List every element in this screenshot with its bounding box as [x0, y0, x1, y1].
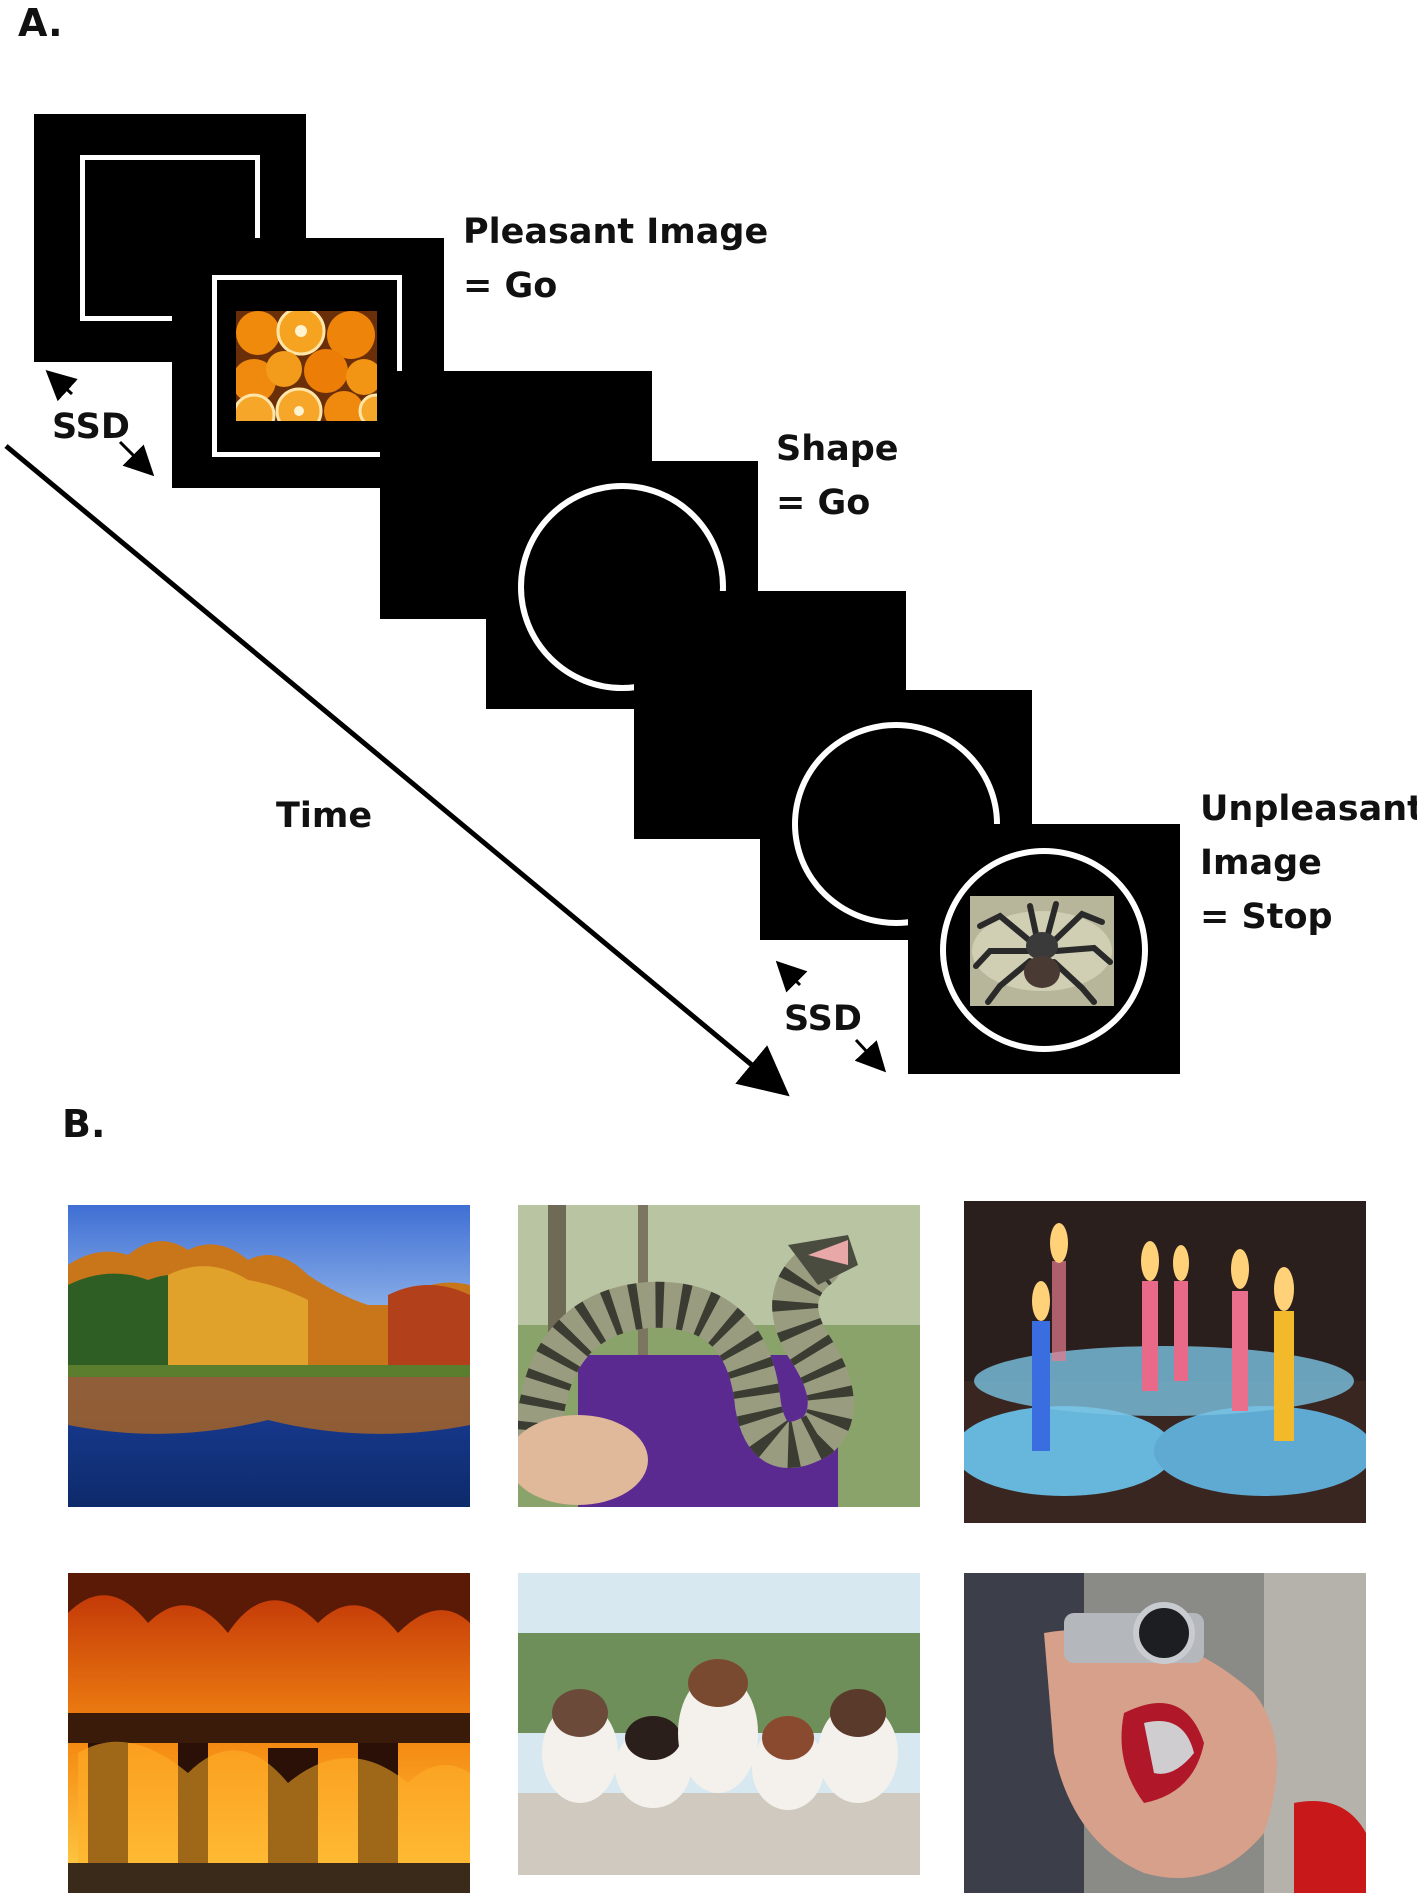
- oranges-photo: [236, 311, 377, 421]
- pleasant-image-label-line1: Pleasant Image: [463, 212, 769, 252]
- ssd-top-arrow-back: [45, 369, 78, 402]
- square-outline: [212, 275, 402, 457]
- unpleasant-label-line2: Image: [1200, 843, 1322, 883]
- puppies-photo: [518, 1573, 920, 1875]
- shape-label-line1: Shape: [776, 429, 899, 469]
- autumn-lake-photo: [68, 1205, 470, 1507]
- unpleasant-label-line3: = Stop: [1200, 897, 1333, 937]
- circle-outline: [940, 848, 1148, 1052]
- ssd-label-bottom: SSD: [784, 999, 862, 1039]
- burning-house-photo: [68, 1573, 470, 1893]
- panel-b-label: B.: [62, 1102, 106, 1146]
- wounded-hand-photo: [964, 1573, 1366, 1893]
- snake-photo: [518, 1205, 920, 1507]
- circle-outline: [518, 483, 726, 691]
- time-label: Time: [276, 796, 373, 836]
- ssd-label-top: SSD: [52, 407, 130, 447]
- shape-label-line2: = Go: [776, 483, 871, 523]
- unpleasant-label-line1: Unpleasant: [1200, 789, 1417, 829]
- birthday-candles-photo: [964, 1201, 1366, 1523]
- pleasant-image-label-line2: = Go: [463, 266, 558, 306]
- spider-photo: [970, 896, 1114, 1006]
- panel-a-label: A.: [18, 1, 63, 45]
- ssd-bottom-arrow-back2: [775, 960, 808, 993]
- frame-pleasant-image: [172, 238, 444, 488]
- frame-unpleasant-image: [908, 824, 1180, 1074]
